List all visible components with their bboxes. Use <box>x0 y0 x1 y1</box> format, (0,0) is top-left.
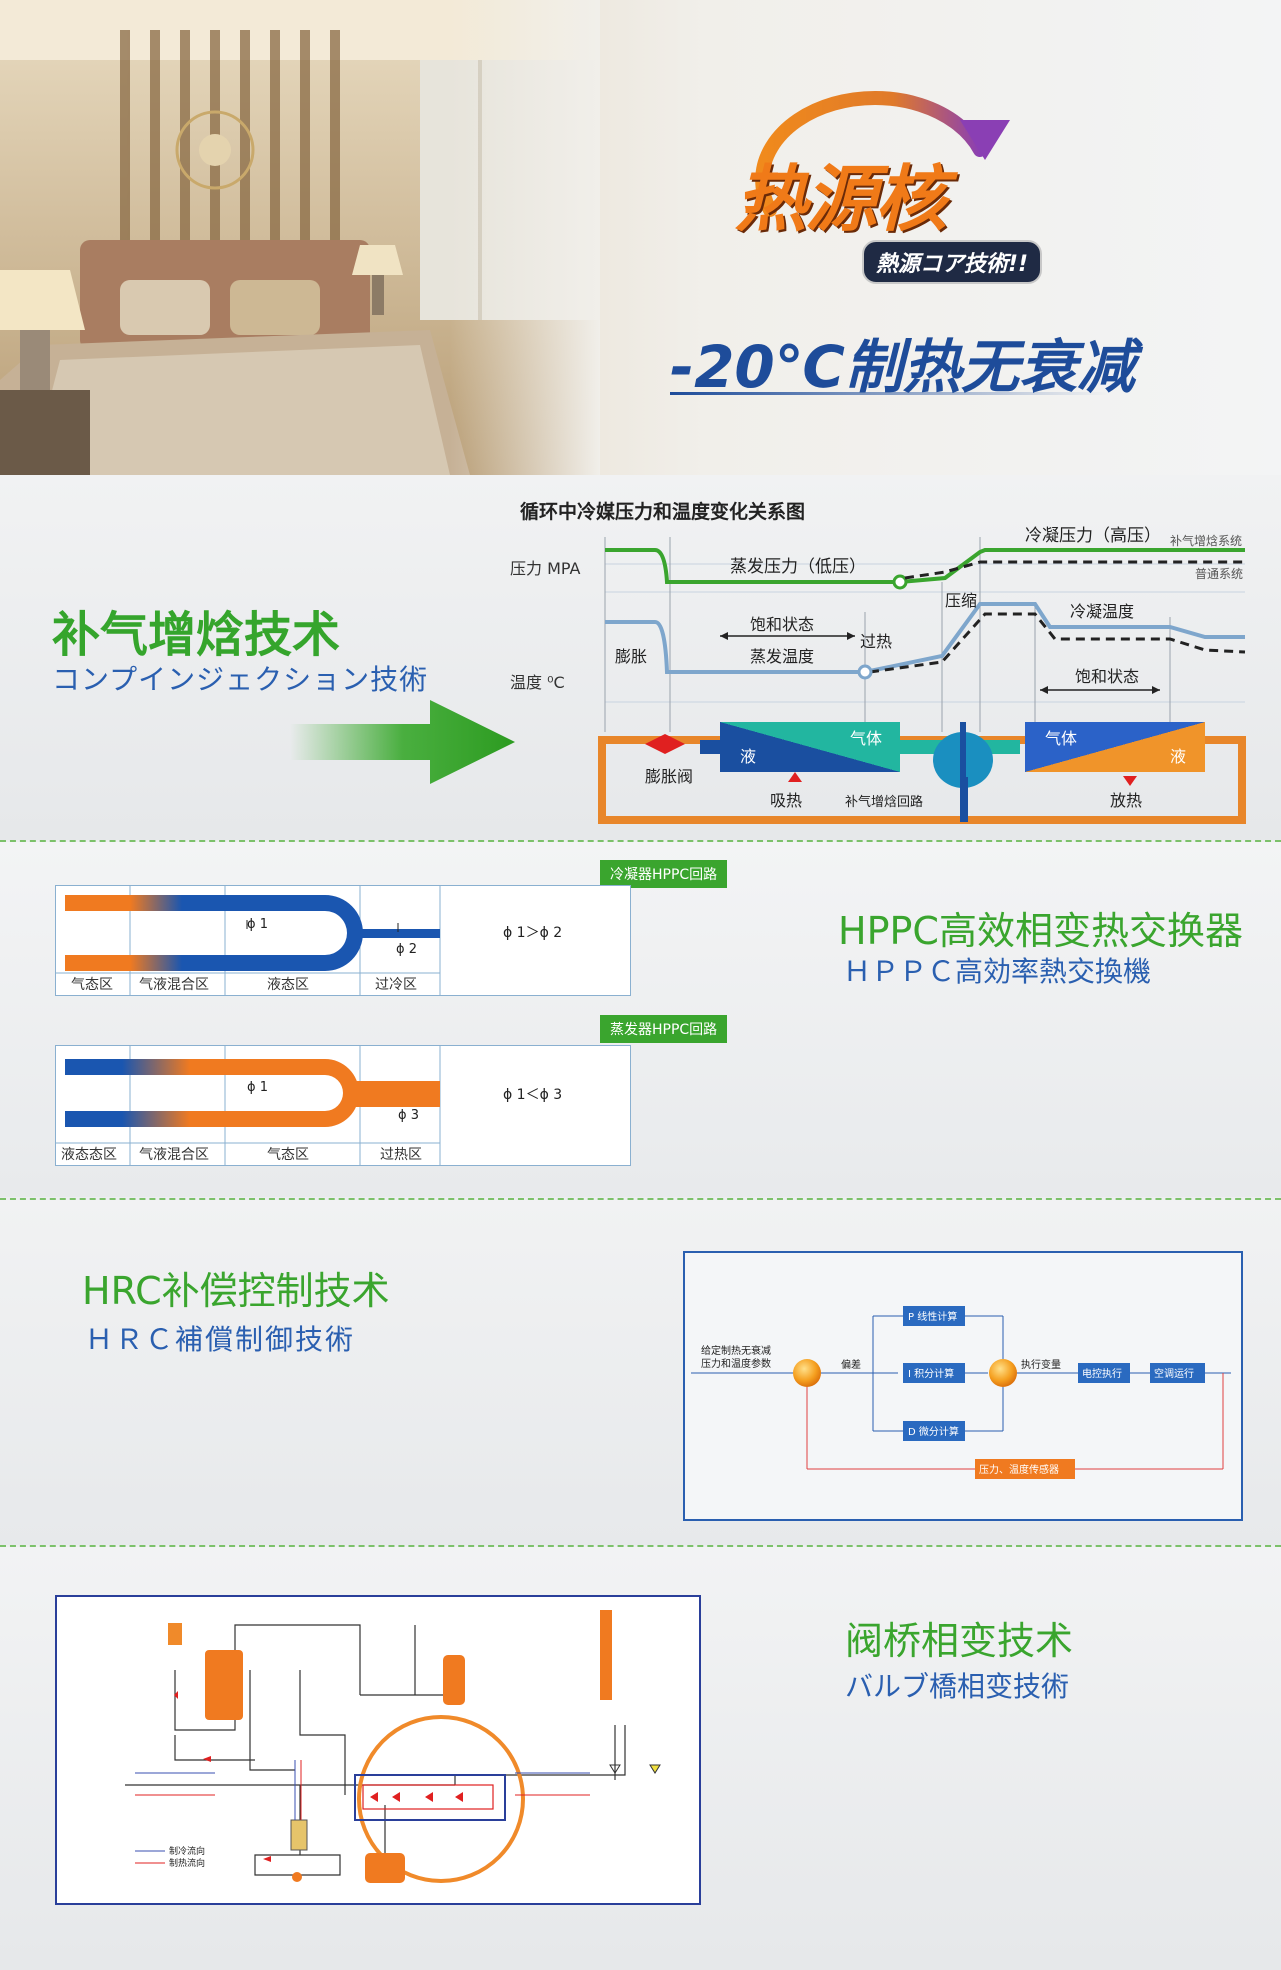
section-title: HRC补偿控制技术 <box>82 1269 390 1313</box>
valve-bridge-diagram: 制冷流向 制热流向 <box>55 1595 701 1905</box>
zone-1: 气液混合区 <box>139 1147 209 1163</box>
pid-control-diagram: 给定制热无衰减 压力和温度参数 偏差 P 线性计算 I 积分计算 D 微分计算 … <box>683 1251 1243 1521</box>
section-subtitle: バルブ橋相变技術 <box>845 1670 1070 1703</box>
refrigerant-diagram: 循环中冷媒压力和温度变化关系图 压力 MPA 温度 ⁰C 蒸发压力（低压） 冷凝… <box>510 500 1246 824</box>
zone-3: 过冷区 <box>375 977 417 993</box>
zone-1: 气液混合区 <box>139 977 209 993</box>
slogan-underline <box>670 392 1110 395</box>
label-cond-pressure: 冷凝压力（高压） <box>1025 526 1161 546</box>
label-saturated-1: 饱和状态 <box>750 615 814 634</box>
section-subtitle: ＨＰＰＣ高効率熱交換機 <box>843 955 1152 988</box>
zone-2: 气态区 <box>267 1147 309 1163</box>
label-superheat: 过热 <box>860 632 892 651</box>
axis-pressure: 压力 MPA <box>510 559 581 578</box>
input-text: 给定制热无衰减 <box>701 1344 771 1357</box>
exec-label: 执行变量 <box>1021 1358 1061 1371</box>
zone-2: 液态区 <box>267 977 309 993</box>
divider <box>0 1198 1281 1200</box>
sensor-block: 压力、温度传感器 <box>979 1463 1059 1476</box>
label-liquid-2: 液 <box>1170 747 1186 766</box>
divider <box>0 840 1281 842</box>
label-saturated-2: 饱和状态 <box>1075 667 1139 686</box>
legend-cooling: 制冷流向 <box>169 1845 205 1857</box>
axis-temp: 温度 ⁰C <box>510 673 565 692</box>
d-block: D 微分计算 <box>908 1425 959 1438</box>
p-block: P 线性计算 <box>908 1310 957 1323</box>
phi-b: ϕ 3 <box>398 1108 419 1123</box>
evaporator-tag: 蒸发器HPPC回路 <box>600 1015 728 1043</box>
phi-a: ϕ 1 <box>247 917 268 932</box>
label-compress: 压缩 <box>945 591 977 610</box>
label-gas-1: 气体 <box>850 729 882 748</box>
zone-3: 过热区 <box>380 1147 422 1163</box>
ac-block: 空调运行 <box>1154 1367 1194 1380</box>
phi-b: ϕ 2 <box>396 942 417 957</box>
section-subtitle: ＨＲＣ補償制御技術 <box>85 1323 356 1356</box>
input-text-2: 压力和温度参数 <box>701 1357 771 1370</box>
phi-a: ϕ 1 <box>247 1080 268 1095</box>
divider <box>0 1545 1281 1547</box>
section-title: 阀桥相变技术 <box>845 1619 1074 1663</box>
label-cond-temp: 冷凝温度 <box>1070 602 1134 621</box>
hero-banner: 热源核 熱源コア技術!! -20℃制热无衰减 <box>0 0 1281 475</box>
evaporator-diagram: ϕ 1 ϕ 3 ϕ 1＜ϕ 3 液态态区 气液混合区 气态区 过热区 <box>55 1045 631 1166</box>
label-normal-system: 普通系统 <box>1195 567 1243 581</box>
slogan: -20℃制热无衰减 <box>670 333 1136 401</box>
logo-text: 热源核 <box>735 157 947 241</box>
legend-heating: 制热流向 <box>169 1857 205 1869</box>
condenser-tag: 冷凝器HPPC回路 <box>600 860 728 888</box>
label-liquid-1: 液 <box>740 747 756 766</box>
label-injection-system: 补气增焓系统 <box>1170 533 1242 548</box>
condenser-diagram: ϕ 1 ϕ 2 ϕ 1＞ϕ 2 气态区 气液混合区 液态区 过冷区 <box>55 885 631 996</box>
label-expansion-valve: 膨胀阀 <box>645 767 693 786</box>
i-block: I 积分计算 <box>908 1367 954 1380</box>
diagram-title: 循环中冷媒压力和温度变化关系图 <box>520 500 805 523</box>
label-expand: 膨胀 <box>615 647 647 666</box>
arrow-right-icon <box>290 700 515 784</box>
logo-subtext: 熱源コア技術!! <box>862 240 1043 284</box>
section-title: HPPC高效相变热交换器 <box>838 909 1243 953</box>
relation: ϕ 1＜ϕ 3 <box>503 1087 562 1103</box>
brand-logo <box>755 90 1010 217</box>
relation: ϕ 1＞ϕ 2 <box>503 925 562 941</box>
label-release-heat: 放热 <box>1110 791 1142 810</box>
deviation-label: 偏差 <box>841 1358 861 1371</box>
zone-0: 液态态区 <box>61 1147 117 1163</box>
ctrl-block: 电控执行 <box>1082 1367 1122 1380</box>
section-title: 补气增焓技术 <box>52 607 341 663</box>
label-evap-temp: 蒸发温度 <box>750 647 814 666</box>
label-injection-loop: 补气增焓回路 <box>845 794 923 810</box>
bedroom-photo <box>0 0 600 475</box>
section-injection <box>0 475 1281 840</box>
section-subtitle: コンプインジェクション技術 <box>52 663 429 696</box>
label-evap-pressure: 蒸发压力（低压） <box>730 557 866 577</box>
label-gas-2: 气体 <box>1045 729 1077 748</box>
zone-0: 气态区 <box>71 977 113 993</box>
label-absorb-heat: 吸热 <box>770 791 802 810</box>
